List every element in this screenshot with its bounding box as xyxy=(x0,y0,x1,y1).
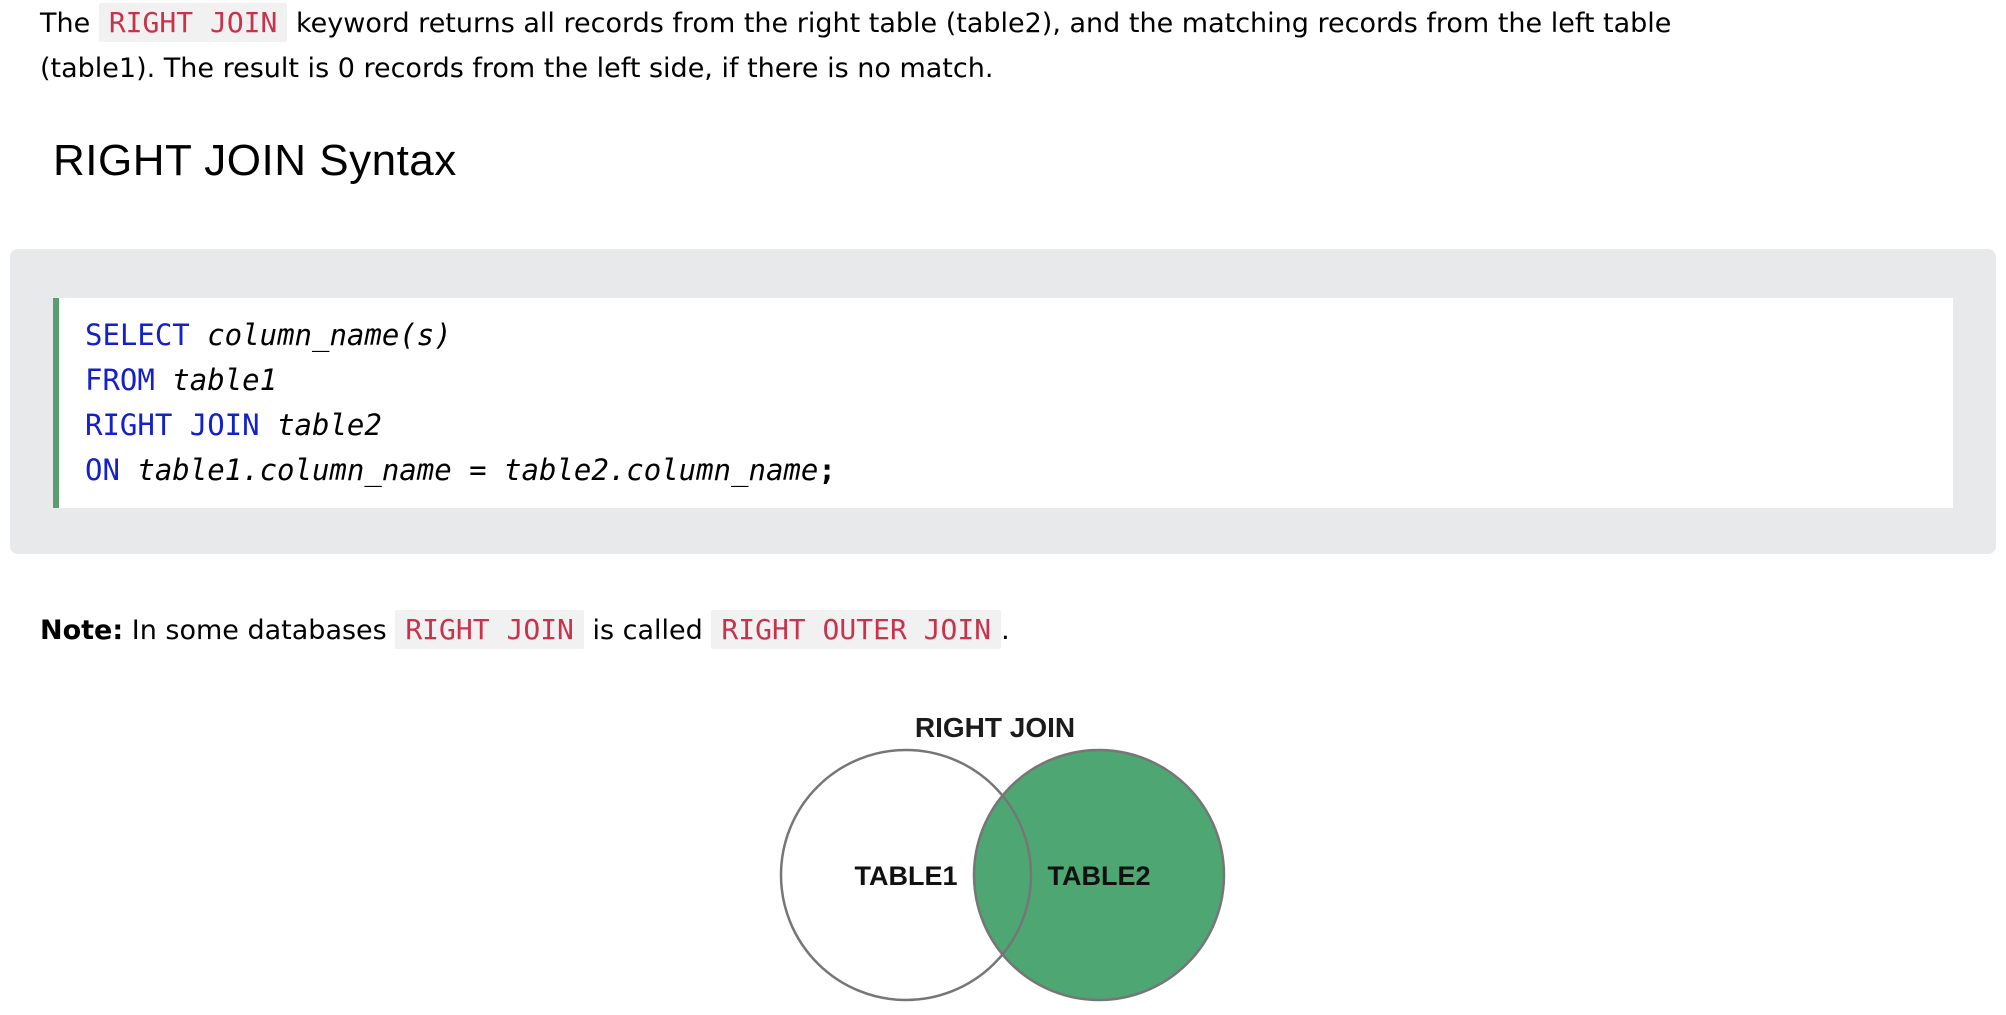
code-line: FROM table1 xyxy=(85,363,278,397)
intro-text-line1: keyword returns all records from the rig… xyxy=(287,8,1672,39)
venn-title: RIGHT JOIN xyxy=(915,712,1075,743)
table2-circle xyxy=(972,748,1226,1002)
note-label: Note: xyxy=(40,615,124,646)
venn-diagram: RIGHT JOIN TABLE1 TABLE2 xyxy=(779,712,1226,1002)
syntax-heading: RIGHT JOIN Syntax xyxy=(53,136,457,185)
note-text-1: In some databases xyxy=(123,615,396,646)
intro-paragraph: The RIGHT JOIN keyword returns all recor… xyxy=(40,0,1940,91)
table1-circle xyxy=(779,748,1033,1002)
note-paragraph: Note: In some databases RIGHT JOIN is ca… xyxy=(40,607,1966,653)
note-text-3: . xyxy=(1001,615,1010,646)
code-line: ON table1.column_name = table2.column_na… xyxy=(85,453,836,487)
inline-code-right-join: RIGHT JOIN xyxy=(98,3,288,42)
inline-code-right-join-2: RIGHT JOIN xyxy=(395,610,584,649)
note-text-2: is called xyxy=(583,615,712,646)
intro-text-pre: The xyxy=(40,8,99,39)
intro-text-line2: (table1). The result is 0 records from t… xyxy=(40,53,994,84)
table1-label: TABLE1 xyxy=(854,861,957,891)
code-line: RIGHT JOIN table2 xyxy=(85,408,382,442)
inline-code-right-outer-join: RIGHT OUTER JOIN xyxy=(711,610,1002,649)
code-line: SELECT column_name(s) xyxy=(85,318,452,352)
table2-label: TABLE2 xyxy=(1047,861,1150,891)
